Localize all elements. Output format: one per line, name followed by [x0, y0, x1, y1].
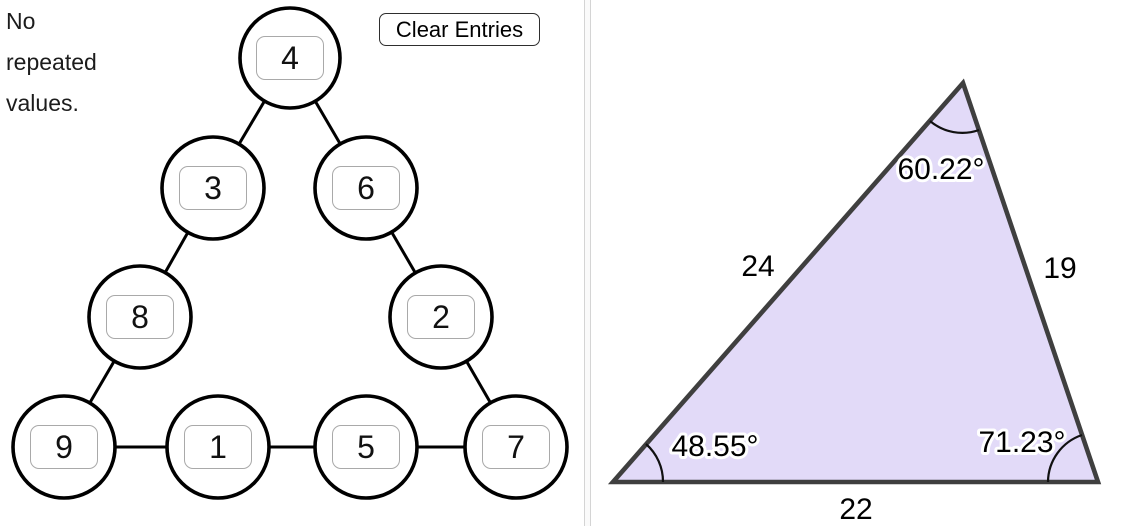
angle-label-bottom-right: 71.23° [978, 426, 1065, 459]
side-label-right: 19 [1043, 252, 1076, 285]
side-label-left: 24 [741, 250, 774, 283]
puzzle-panel: No repeated values. Clear Entries [6, 6, 569, 500]
instructions-text: No repeated values. [6, 8, 97, 116]
node-input-bottom-right[interactable] [482, 425, 550, 469]
node-input-top[interactable] [256, 36, 324, 80]
node-input-row2-left[interactable] [179, 166, 247, 210]
node-input-bottom-left[interactable] [30, 425, 98, 469]
angle-arc-bottom-left [645, 443, 665, 483]
angle-label-top: 60.22° [897, 153, 984, 186]
angle-label-bottom-left: 48.55° [671, 430, 758, 463]
puzzle-graph [11, 6, 569, 500]
node-input-row3-left[interactable] [106, 295, 174, 339]
clear-entries-button[interactable]: Clear Entries [379, 13, 540, 46]
angle-arc-bottom-right [1046, 433, 1083, 483]
puzzle-node-circles [11, 6, 569, 500]
triangle-shape [607, 78, 1102, 485]
node-input-row2-right[interactable] [332, 166, 400, 210]
node-input-bottom-mid1[interactable] [184, 425, 252, 469]
triangle-panel: 60.22° 48.55° 71.23° 24 19 22 [591, 0, 1139, 526]
triangle-figure: 60.22° 48.55° 71.23° 24 19 22 [607, 78, 1102, 526]
angle-arc-top [929, 120, 980, 134]
side-label-bottom: 22 [839, 493, 872, 526]
node-input-row3-right[interactable] [407, 295, 475, 339]
panel-divider[interactable] [584, 0, 591, 526]
connector-lines [62, 57, 518, 449]
node-input-bottom-mid2[interactable] [332, 425, 400, 469]
